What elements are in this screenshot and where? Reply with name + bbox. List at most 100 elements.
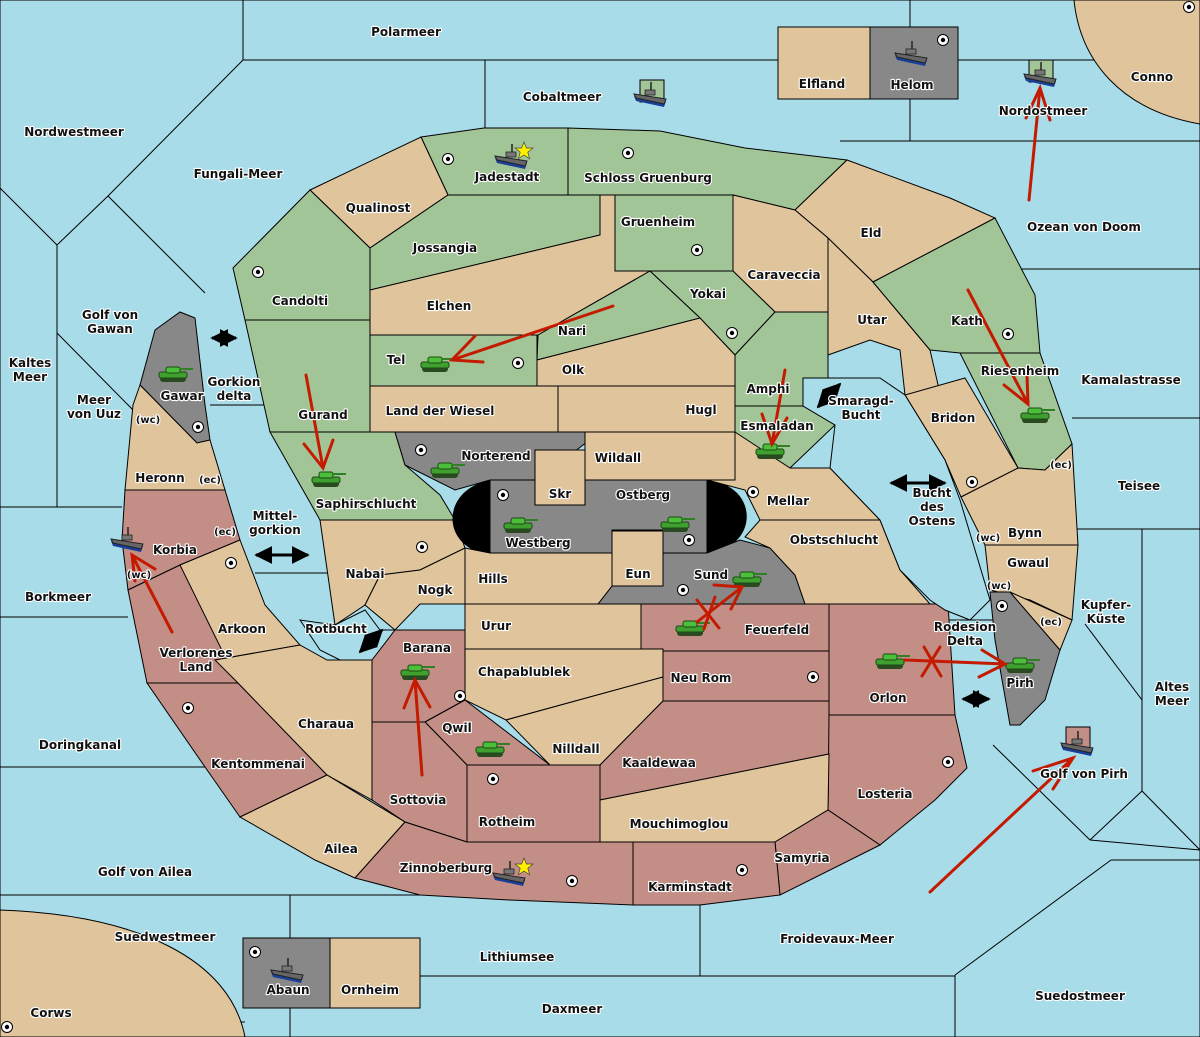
supply-center-icon (252, 266, 264, 278)
territory-label-gwaul: Gwaul (1007, 556, 1049, 570)
territory-label-conno: Conno (1131, 70, 1173, 84)
territory-label-norterend: Norterend (461, 449, 530, 463)
supply-center-icon (807, 671, 819, 683)
territory-label-corws: Corws (30, 1006, 71, 1020)
territory-label-chapablublek: Chapablublek (478, 665, 571, 679)
territory-label-mellar: Mellar (767, 494, 809, 508)
territory-label-candolti: Candolti (272, 294, 328, 308)
territory-conno[interactable] (1073, 0, 1200, 125)
sea-label-nordostmeer: Nordostmeer (999, 104, 1088, 118)
sea-label-nordwestmeer: Nordwestmeer (24, 125, 124, 139)
supply-center-icon (454, 690, 466, 702)
territory-label-sottovia: Sottovia (390, 793, 447, 807)
supply-center-icon (1002, 328, 1014, 340)
sea-label-suedwestmeer: Suedwestmeer (115, 930, 216, 944)
passage-arrows (210, 329, 991, 708)
territory-label-arkoon: Arkoon (218, 622, 266, 636)
territory-label-yokai: Yokai (689, 287, 726, 301)
territory-candolti[interactable] (232, 189, 371, 321)
supply-center-icon (225, 557, 237, 569)
territory-skr[interactable] (534, 449, 586, 506)
territory-label-urur: Urur (481, 619, 511, 633)
territory-label-charaua: Charaua (298, 717, 354, 731)
territory-karminstadt[interactable] (632, 841, 781, 906)
sea-label-fungali-meer: Fungali-Meer (194, 167, 283, 181)
order-move-arrow (302, 373, 335, 472)
sea-label-daxmeer: Daxmeer (542, 1002, 603, 1016)
territory-label-saphirschlucht: Saphirschlucht (316, 497, 417, 511)
territory-label-helom: Helom (890, 78, 933, 92)
sea-bucht-water (802, 377, 991, 621)
sea-label-smaragd-bucht: Smaragd-Bucht (828, 394, 893, 422)
territory-label-elfland: Elfland (799, 77, 845, 91)
supply-center-icon (683, 534, 695, 546)
territory-label-schloss-gruenburg: Schloss Gruenburg (584, 171, 712, 185)
territory-label-jadestadt: Jadestadt (474, 170, 540, 184)
coast-tag-wc: (wc) (987, 581, 1011, 592)
order-move-arrow (1024, 83, 1052, 202)
supply-center-icon (747, 486, 759, 498)
coast-tag-ec: (ec) (199, 475, 221, 486)
supply-center-icon (942, 756, 954, 768)
sea-label-lithiumsee: Lithiumsee (480, 950, 555, 964)
territory-nogk[interactable] (364, 547, 466, 631)
passage-arrow-icon (358, 628, 384, 654)
sea-label-doringkanal: Doringkanal (39, 738, 121, 752)
territory-label-qwil: Qwil (442, 721, 472, 735)
territory-label-nilldall: Nilldall (552, 742, 599, 756)
territory-label-jossangia: Jossangia (412, 241, 477, 255)
supply-center-icon (996, 600, 1008, 612)
territory-label-losteria: Losteria (857, 787, 912, 801)
territory-feuerfeld[interactable] (640, 603, 830, 652)
sea-label-suedostmeer: Suedostmeer (1035, 989, 1125, 1003)
supply-center-icon (487, 773, 499, 785)
territory-label-hills: Hills (478, 572, 508, 586)
territory-label-amphi: Amphi (746, 382, 789, 396)
impassable-east (707, 480, 747, 553)
order-move-arrow-failed (695, 583, 745, 631)
supply-center-icon (182, 702, 194, 714)
sea-label-ozean-von-doom: Ozean von Doom (1027, 220, 1141, 234)
territory-label-pirh: Pirh (1006, 676, 1033, 690)
supply-center-icon (726, 327, 738, 339)
territory-label-gurand: Gurand (298, 408, 348, 422)
supply-center-icon (249, 946, 261, 958)
territory-ornheim[interactable] (329, 937, 421, 1009)
sea-label-borkmeer: Borkmeer (25, 590, 91, 604)
passage-arrow-icon (816, 382, 842, 409)
coast-tag-ec: (ec) (1040, 617, 1062, 628)
supply-center-icon (966, 476, 978, 488)
territory-label-gruenheim: Gruenheim (621, 215, 695, 229)
order-move-arrow (966, 288, 1030, 408)
order-move-arrow (130, 552, 174, 634)
sea-label-polarmeer: Polarmeer (371, 25, 441, 39)
territory-label-abaun: Abaun (266, 983, 309, 997)
territory-neu-rom[interactable] (662, 650, 830, 702)
coast-tag-wc: (wc) (127, 570, 151, 581)
territory-urur[interactable] (464, 603, 642, 650)
order-move-arrow-failed (903, 645, 1009, 679)
territory-label-eun: Eun (625, 567, 650, 581)
territory-gruenheim[interactable] (599, 194, 734, 272)
territory-label-olk: Olk (562, 363, 585, 377)
supply-center-icon (1183, 1, 1195, 13)
territory-label-bridon: Bridon (931, 411, 976, 425)
coast-tag-wc: (wc) (976, 533, 1000, 544)
territory-label-bynn: Bynn (1008, 526, 1042, 540)
territory-label-qualinost: Qualinost (346, 201, 411, 215)
sea-label-rotbucht: Rotbucht (305, 622, 367, 636)
supply-center-icon (677, 584, 689, 596)
territory-elfland[interactable] (777, 26, 871, 100)
territory-label-samyria: Samyria (774, 851, 829, 865)
territory-rotheim[interactable] (466, 764, 601, 843)
territory-labels: PolarmeerCobaltmeerNordwestmeerFungali-M… (8, 24, 1191, 1021)
territory-label-elchen: Elchen (427, 299, 472, 313)
supply-center-icon (566, 875, 578, 887)
territory-corws[interactable] (0, 909, 246, 1037)
